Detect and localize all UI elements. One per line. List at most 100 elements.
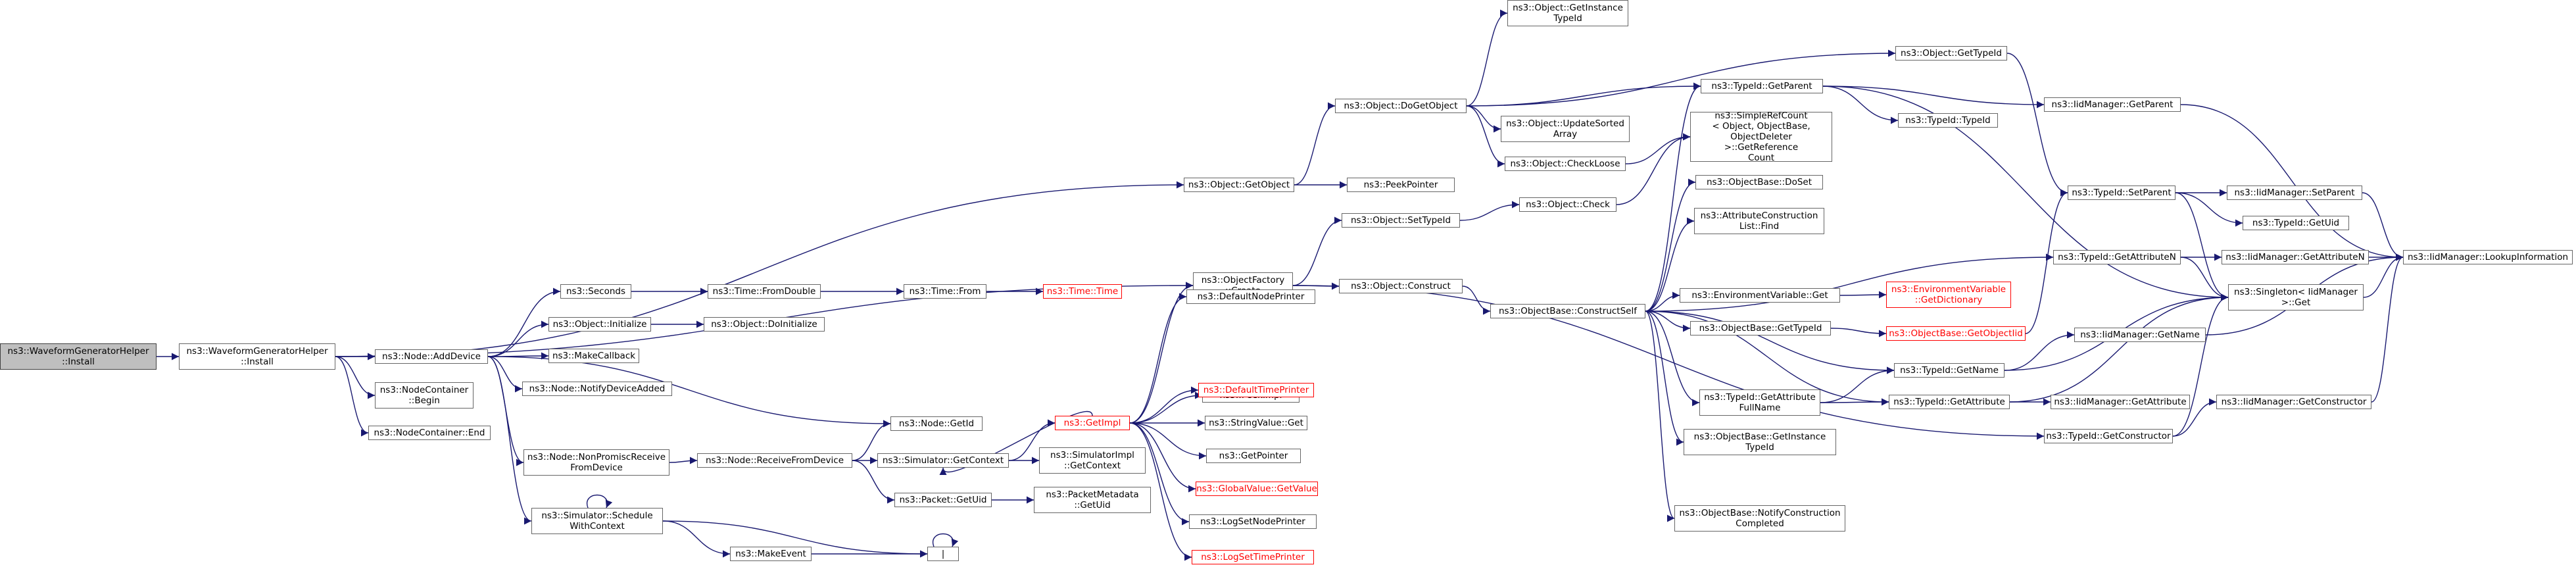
call-edge-objectfactory-create-to-typeid-getconstructor (1292, 285, 2045, 440)
node-object-doinitialize[interactable]: ns3::Object::DoInitialize (704, 317, 825, 332)
node-attributeconstructionlist-find[interactable]: ns3::AttributeConstruction List::Find (1694, 208, 1824, 234)
call-edge-objectbase-constructself-to-objectbase-notifyconstructioncompleted (1645, 310, 1675, 522)
node-typeid-typeid[interactable]: ns3::TypeId::TypeId (1898, 113, 1998, 128)
node-object-settypeid[interactable]: ns3::Object::SetTypeId (1342, 213, 1460, 228)
node-typeid-getparent[interactable]: ns3::TypeId::GetParent (1701, 79, 1823, 93)
node-object-initialize[interactable]: ns3::Object::Initialize (548, 317, 651, 332)
node-typeid-getconstructor[interactable]: ns3::TypeId::GetConstructor (2044, 429, 2173, 443)
node-objectbase-notifyconstructioncompleted[interactable]: ns3::ObjectBase::NotifyConstruction Comp… (1674, 505, 1845, 532)
node-iidmanager-getparent[interactable]: ns3::IidManager::GetParent (2044, 97, 2181, 112)
call-edge-waveformgeneratorhelper-install-to-nodecontainer-end (335, 356, 369, 437)
node-object-gettypeid[interactable]: ns3::Object::GetTypeId (1895, 46, 2007, 61)
node-object-getinstancetypeid[interactable]: ns3::Object::GetInstance TypeId (1507, 0, 1628, 26)
node-stringvalue-get[interactable]: ns3::StringValue::Get (1205, 416, 1307, 430)
node-pipe[interactable]: | (927, 547, 959, 561)
call-edge-objectbase-constructself-to-typeid-getattributefullname (1645, 310, 1700, 407)
node-object-dogetobject[interactable]: ns3::Object::DoGetObject (1335, 99, 1467, 113)
node-time-time[interactable]: ns3::Time::Time (1043, 284, 1122, 299)
node-object-construct[interactable]: ns3::Object::Construct (1339, 279, 1463, 293)
call-edge-typeid-getconstructor-to-singleton-get (2172, 293, 2229, 437)
node-object-checkloose[interactable]: ns3::Object::CheckLoose (1505, 157, 1626, 171)
node-simulator-schedulewithcontext[interactable]: ns3::Simulator::Schedule WithContext (531, 508, 663, 534)
node-node-receivefromdevice[interactable]: ns3::Node::ReceiveFromDevice (697, 453, 852, 468)
node-objectbase-getinstancetypeid[interactable]: ns3::ObjectBase::GetInstance TypeId (1684, 429, 1836, 455)
node-waveformgeneratorhelper-install-root: ns3::WaveformGeneratorHelper ::Install (0, 343, 157, 370)
node-objectbase-gettypeid[interactable]: ns3::ObjectBase::GetTypeId (1690, 321, 1831, 335)
node-typeid-getattributefullname[interactable]: ns3::TypeId::GetAttribute FullName (1699, 389, 1820, 416)
node-defaultnodeprinter[interactable]: ns3::DefaultNodePrinter (1186, 289, 1315, 304)
call-edge-object-settypeid-to-object-check (1459, 201, 1520, 221)
node-defaulttimeprinter[interactable]: ns3::DefaultTimePrinter (1198, 383, 1314, 397)
node-iidmanager-getconstructor[interactable]: ns3::IidManager::GetConstructor (2216, 395, 2371, 409)
node-objectbase-doset[interactable]: ns3::ObjectBase::DoSet (1695, 175, 1823, 189)
call-edge-typeid-getconstructor-to-iidmanager-getconstructor (2172, 398, 2217, 437)
node-node-notifydeviceadded[interactable]: ns3::Node::NotifyDeviceAdded (522, 382, 672, 396)
node-logsetnodeprinter[interactable]: ns3::LogSetNodePrinter (1189, 514, 1317, 529)
call-edge-objectbase-getobjectiid-to-typeid-setparent (2025, 189, 2068, 334)
call-edge-node-adddevice-to-node-notifydeviceadded (487, 356, 523, 393)
call-edge-typeid-getattribute-to-singleton-get (2009, 293, 2229, 403)
node-iidmanager-getname[interactable]: ns3::IidManager::GetName (2074, 328, 2206, 342)
node-environmentvariable-get[interactable]: ns3::EnvironmentVariable::Get (1680, 288, 1840, 303)
call-edge-singleton-get-to-iidmanager-lookupinformation (2363, 253, 2404, 298)
node-getimpl[interactable]: ns3::GetImpl (1055, 416, 1130, 430)
node-iidmanager-getattribute[interactable]: ns3::IidManager::GetAttribute (2051, 395, 2190, 409)
node-object-check[interactable]: ns3::Object::Check (1519, 197, 1616, 212)
call-edge-typeid-getparent-to-iidmanager-getparent (1822, 86, 2045, 109)
node-singleton-get[interactable]: ns3::Singleton< IidManager >::Get (2228, 284, 2364, 310)
node-objectbase-constructself[interactable]: ns3::ObjectBase::ConstructSelf (1490, 304, 1645, 318)
node-object-getobject[interactable]: ns3::Object::GetObject (1184, 178, 1294, 192)
call-edge-objectbase-constructself-to-typeid-getparent (1645, 82, 1701, 312)
call-edge-objectbase-constructself-to-objectbase-doset (1645, 178, 1696, 312)
call-edge-node-adddevice-to-seconds (487, 287, 561, 357)
call-edge-node-nonpromiscreceivefromdevice-to-node-receivefromdevice (669, 457, 698, 464)
node-environmentvariable-getdictionary[interactable]: ns3::EnvironmentVariable ::GetDictionary (1886, 282, 2011, 308)
node-simulator-getcontext[interactable]: ns3::Simulator::GetContext (877, 453, 1009, 468)
node-packet-getuid[interactable]: ns3::Packet::GetUid (894, 493, 992, 507)
node-time-from[interactable]: ns3::Time::From (904, 284, 986, 299)
node-node-getid[interactable]: ns3::Node::GetId (890, 416, 983, 431)
call-edge-object-gettypeid-to-typeid-setparent (2006, 53, 2068, 197)
node-globalvalue-getvalue[interactable]: ns3::GlobalValue::GetValue (1196, 482, 1318, 496)
node-packetmetadata-getuid[interactable]: ns3::PacketMetadata ::GetUid (1034, 487, 1151, 513)
call-edge-iidmanager-getparent-to-iidmanager-lookupinformation (2180, 104, 2404, 261)
call-edge-objectbase-constructself-to-typeid-getattribute (1645, 310, 1889, 406)
node-makeevent[interactable]: ns3::MakeEvent (730, 547, 812, 561)
node-typeid-getname[interactable]: ns3::TypeId::GetName (1894, 363, 2005, 378)
call-edge-typeid-getparent-to-singleton-get (1822, 86, 2229, 301)
node-node-adddevice[interactable]: ns3::Node::AddDevice (375, 349, 488, 364)
node-iidmanager-setparent[interactable]: ns3::IidManager::SetParent (2227, 186, 2362, 200)
node-typeid-getattributen[interactable]: ns3::TypeId::GetAttributeN (2053, 250, 2181, 264)
node-typeid-getattribute[interactable]: ns3::TypeId::GetAttribute (1889, 395, 2010, 409)
node-typeid-setparent[interactable]: ns3::TypeId::SetParent (2068, 186, 2175, 200)
call-edge-object-checkloose-to-simplerefcount-getreferencecount (1625, 133, 1691, 164)
node-seconds[interactable]: ns3::Seconds (560, 284, 631, 299)
node-iidmanager-lookupinformation[interactable]: ns3::IidManager::LookupInformation (2403, 250, 2573, 264)
node-nodecontainer-begin[interactable]: ns3::NodeContainer ::Begin (375, 382, 474, 409)
node-objectbase-getobjectiid[interactable]: ns3::ObjectBase::GetObjectIid (1886, 326, 2026, 341)
node-getpointer[interactable]: ns3::GetPointer (1206, 449, 1301, 463)
call-edge-getimpl-to-defaulttimeprinter (1129, 386, 1199, 424)
call-edge-getimpl-to-logsettimeprinter (1129, 422, 1192, 561)
node-simplerefcount-getreferencecount[interactable]: ns3::SimpleRefCount < Object, ObjectBase… (1690, 111, 1832, 163)
node-nodecontainer-end[interactable]: ns3::NodeContainer::End (368, 426, 491, 440)
node-object-updatesortedarray[interactable]: ns3::Object::UpdateSorted Array (1501, 116, 1630, 142)
node-peekpointer[interactable]: ns3::PeekPointer (1347, 178, 1455, 192)
node-time-fromdouble[interactable]: ns3::Time::FromDouble (708, 284, 821, 299)
call-edge-self-loop-pipe (932, 533, 959, 547)
call-edge-getimpl-to-simulator-getcontext (939, 410, 1093, 476)
node-makecallback[interactable]: ns3::MakeCallback (548, 349, 639, 363)
call-edge-object-construct-to-objectbase-constructself (1462, 286, 1491, 315)
node-iidmanager-getattributen[interactable]: ns3::IidManager::GetAttributeN (2222, 250, 2369, 264)
node-node-nonpromiscreceivefromdevice[interactable]: ns3::Node::NonPromiscReceive FromDevice (523, 449, 669, 476)
call-edge-object-dogetobject-to-object-gettypeid (1466, 49, 1896, 107)
call-edge-objectbase-constructself-to-attributeconstructionlist-find (1645, 217, 1695, 312)
node-waveformgeneratorhelper-install[interactable]: ns3::WaveformGeneratorHelper ::Install (179, 343, 335, 370)
node-simulatorimpl-getcontext[interactable]: ns3::SimulatorImpl ::GetContext (1039, 447, 1146, 474)
call-edge-object-dogetobject-to-object-getinstancetypeid (1466, 9, 1508, 107)
node-typeid-getuid[interactable]: ns3::TypeId::GetUid (2243, 216, 2349, 230)
call-edge-typeid-getparent-to-typeid-typeid (1822, 86, 1899, 124)
node-logsettimeprinter[interactable]: ns3::LogSetTimePrinter (1192, 550, 1314, 564)
